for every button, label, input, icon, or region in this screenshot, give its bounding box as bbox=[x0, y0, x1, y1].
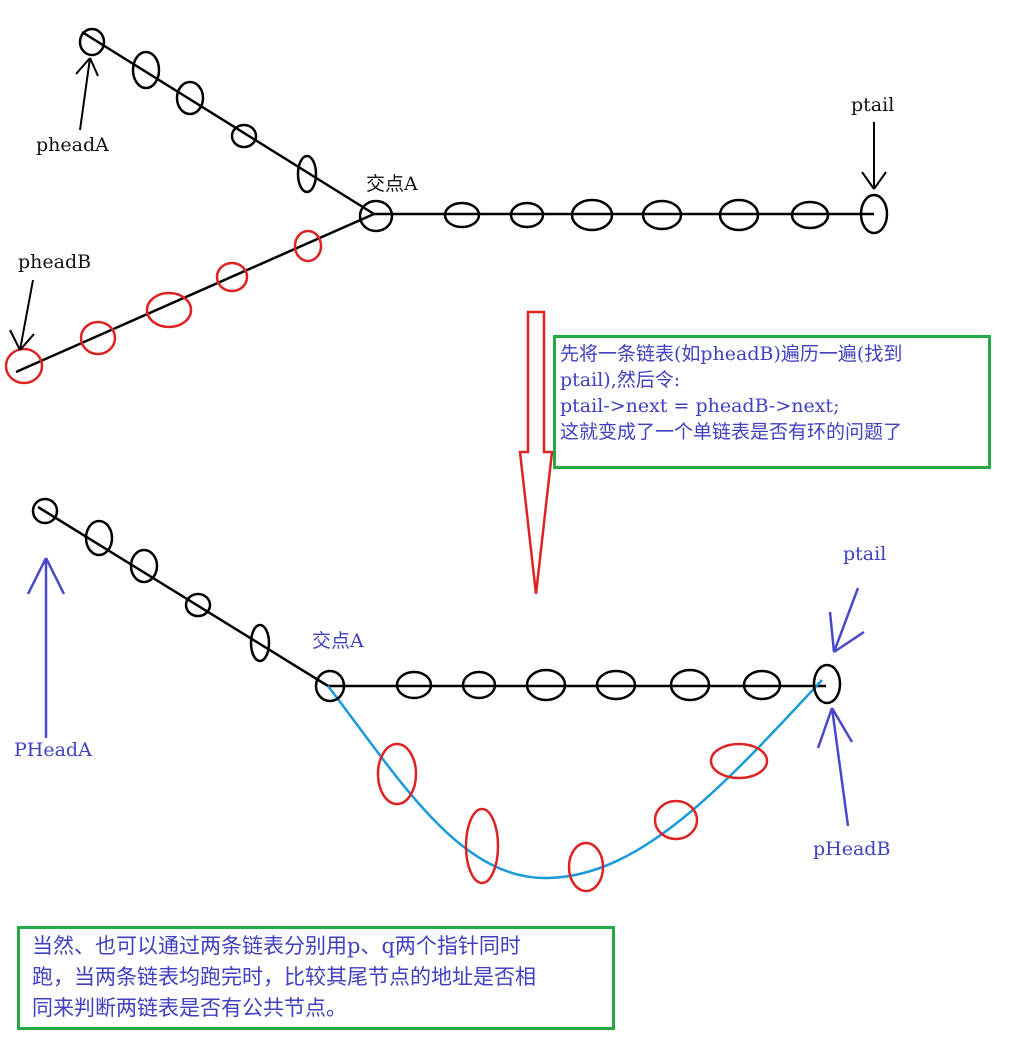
list-a-edge bbox=[37, 505, 329, 688]
ptail-label: ptail bbox=[851, 94, 895, 116]
common-node bbox=[641, 199, 683, 231]
list-a-node bbox=[131, 50, 161, 90]
cycle-curve bbox=[327, 679, 823, 880]
note-top-line-3: ptail->next = pheadB->next; bbox=[560, 395, 840, 417]
list-a-node bbox=[84, 519, 114, 557]
list-a-edge bbox=[81, 30, 375, 216]
ptail-label-bottom: ptail bbox=[843, 543, 887, 565]
bottom-diagram bbox=[26, 497, 865, 893]
list-a-node bbox=[184, 592, 212, 618]
note-top-line-2: ptail),然后令: bbox=[560, 369, 681, 391]
list-b-node bbox=[464, 807, 500, 885]
tail-node bbox=[859, 193, 889, 235]
common-node bbox=[461, 670, 497, 700]
top-diagram bbox=[4, 27, 889, 385]
note-bottom-line-2: 跑，当两条链表均跑完时，比较其尾节点的地址是否相 bbox=[32, 965, 536, 989]
common-node bbox=[443, 201, 481, 229]
list-a-node bbox=[31, 497, 59, 525]
note-bottom-line-3: 同来判断两链表是否有公共节点。 bbox=[32, 996, 347, 1020]
common-node bbox=[595, 669, 637, 701]
phead-b-arrow bbox=[9, 279, 35, 351]
list-b-node bbox=[145, 291, 193, 329]
common-node bbox=[790, 200, 830, 230]
list-a-node bbox=[78, 27, 106, 57]
list-a-node bbox=[296, 154, 318, 194]
common-node bbox=[570, 198, 614, 232]
list-a-node bbox=[249, 623, 271, 663]
list-b-node bbox=[4, 347, 44, 385]
note-bottom-line-1: 当然、也可以通过两条链表分别用p、q两个指针同时 bbox=[32, 934, 521, 958]
common-node bbox=[509, 201, 545, 229]
explanation-note-bottom: 当然、也可以通过两条链表分别用p、q两个指针同时 跑，当两条链表均跑完时，比较其… bbox=[17, 926, 615, 1030]
note-top-line-4: 这就变成了一个单链表是否有环的问题了 bbox=[560, 421, 903, 443]
tail-node bbox=[812, 663, 842, 705]
list-b-node bbox=[567, 841, 605, 893]
list-b-node bbox=[293, 229, 323, 263]
list-b-node bbox=[79, 320, 117, 356]
list-b-node bbox=[215, 261, 249, 293]
phead-a-arrow bbox=[75, 57, 99, 131]
list-b-node bbox=[709, 742, 769, 780]
common-node bbox=[742, 669, 782, 701]
phead-a-label: pheadA bbox=[36, 134, 109, 156]
explanation-note-top: 先将一条链表(如pheadB)遍历一遍(找到 ptail),然后令: ptail… bbox=[553, 335, 991, 469]
common-node bbox=[669, 668, 711, 702]
intersection-node bbox=[358, 199, 394, 233]
ptail-arrow-bottom bbox=[828, 587, 865, 654]
list-b-node bbox=[376, 742, 418, 806]
transition-arrow bbox=[518, 310, 554, 595]
common-node bbox=[718, 198, 760, 232]
phead-a-label-bottom: PHeadA bbox=[14, 739, 92, 761]
common-node bbox=[525, 668, 567, 702]
list-b-node bbox=[653, 799, 699, 841]
intersection-label-bottom: 交点A bbox=[312, 630, 364, 652]
phead-b-label: pheadB bbox=[18, 251, 92, 273]
phead-b-arrow-bottom bbox=[816, 707, 854, 827]
phead-a-arrow-bottom bbox=[26, 557, 66, 738]
note-top-line-1: 先将一条链表(如pheadB)遍历一遍(找到 bbox=[560, 343, 903, 365]
list-a-node bbox=[175, 80, 205, 116]
intersection-node bbox=[314, 669, 346, 703]
list-a-node bbox=[129, 548, 159, 584]
ptail-arrow-top bbox=[861, 122, 887, 190]
common-node bbox=[395, 670, 433, 700]
phead-b-label-bottom: pHeadB bbox=[813, 838, 891, 860]
list-a-node bbox=[230, 123, 258, 149]
list-b-edge bbox=[15, 212, 375, 374]
intersection-label: 交点A bbox=[366, 173, 418, 195]
